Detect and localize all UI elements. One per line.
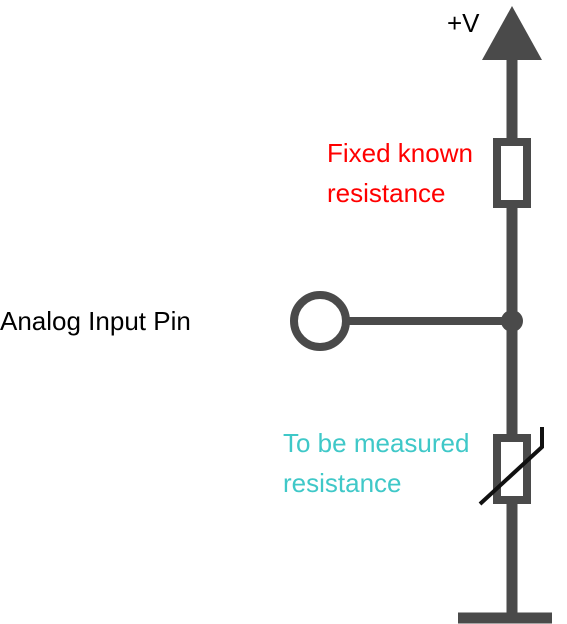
fixed-resistor-label-line-1: Fixed known [327,138,473,168]
measured-resistor [493,434,531,504]
input-pin-label: Analog Input Pin [0,306,191,336]
measured-resistor-label: To be measured resistance [283,423,469,503]
fixed-resistor [493,138,531,208]
supply-label: +V [447,8,480,38]
junction-dot [501,310,523,332]
fixed-resistor-label: Fixed known resistance [327,133,473,213]
input-pin-terminal [290,291,350,351]
measured-resistor-label-line-2: resistance [283,468,402,498]
supply-arrow-icon [482,6,542,60]
fixed-resistor-label-line-2: resistance [327,178,446,208]
variable-resistor-slash [478,427,544,506]
measured-resistor-label-line-1: To be measured [283,428,470,458]
